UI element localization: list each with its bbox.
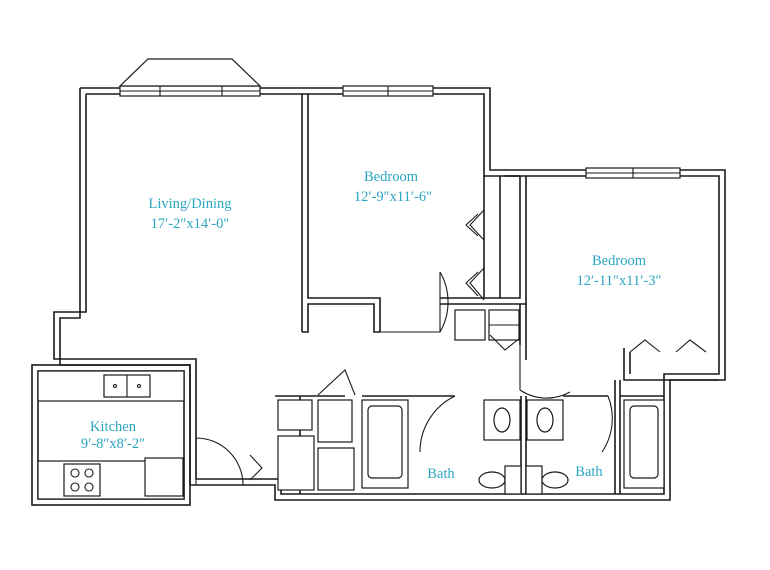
bath-sink-icon: [541, 471, 569, 489]
toilet-icon: [536, 407, 554, 433]
bifold-doors: [249, 209, 707, 481]
bay-window: [118, 58, 262, 87]
door-swings: [195, 271, 613, 486]
closets: [277, 309, 520, 491]
kitchen-dims: 9′-8″x8′-2″: [81, 436, 145, 452]
bath2-name: Bath: [575, 464, 603, 480]
bath-sink-icon: [478, 471, 506, 489]
stove-icon: [63, 463, 101, 497]
living-room-name: Living/Dining: [149, 196, 232, 212]
bath-fixtures: [361, 399, 665, 495]
bedroom2-name: Bedroom: [592, 253, 647, 269]
kitchen-name: Kitchen: [90, 419, 137, 435]
windows: [119, 85, 681, 179]
kitchen-fixtures: [37, 370, 185, 500]
interior-walls: [275, 94, 719, 494]
room-labels: Living/Dining 17′-2″x14′-0″ Bedroom 12′-…: [81, 169, 662, 482]
refrigerator-icon: [144, 457, 184, 497]
bath1-name: Bath: [427, 466, 455, 482]
living-room-dims: 17′-2″x14′-0″: [151, 216, 230, 232]
toilet-icon: [493, 407, 511, 433]
bedroom1-name: Bedroom: [364, 169, 419, 185]
bedroom2-dims: 12′-11″x11′-3″: [576, 273, 661, 289]
bedroom1-dims: 12′-9″x11′-6″: [354, 189, 432, 205]
